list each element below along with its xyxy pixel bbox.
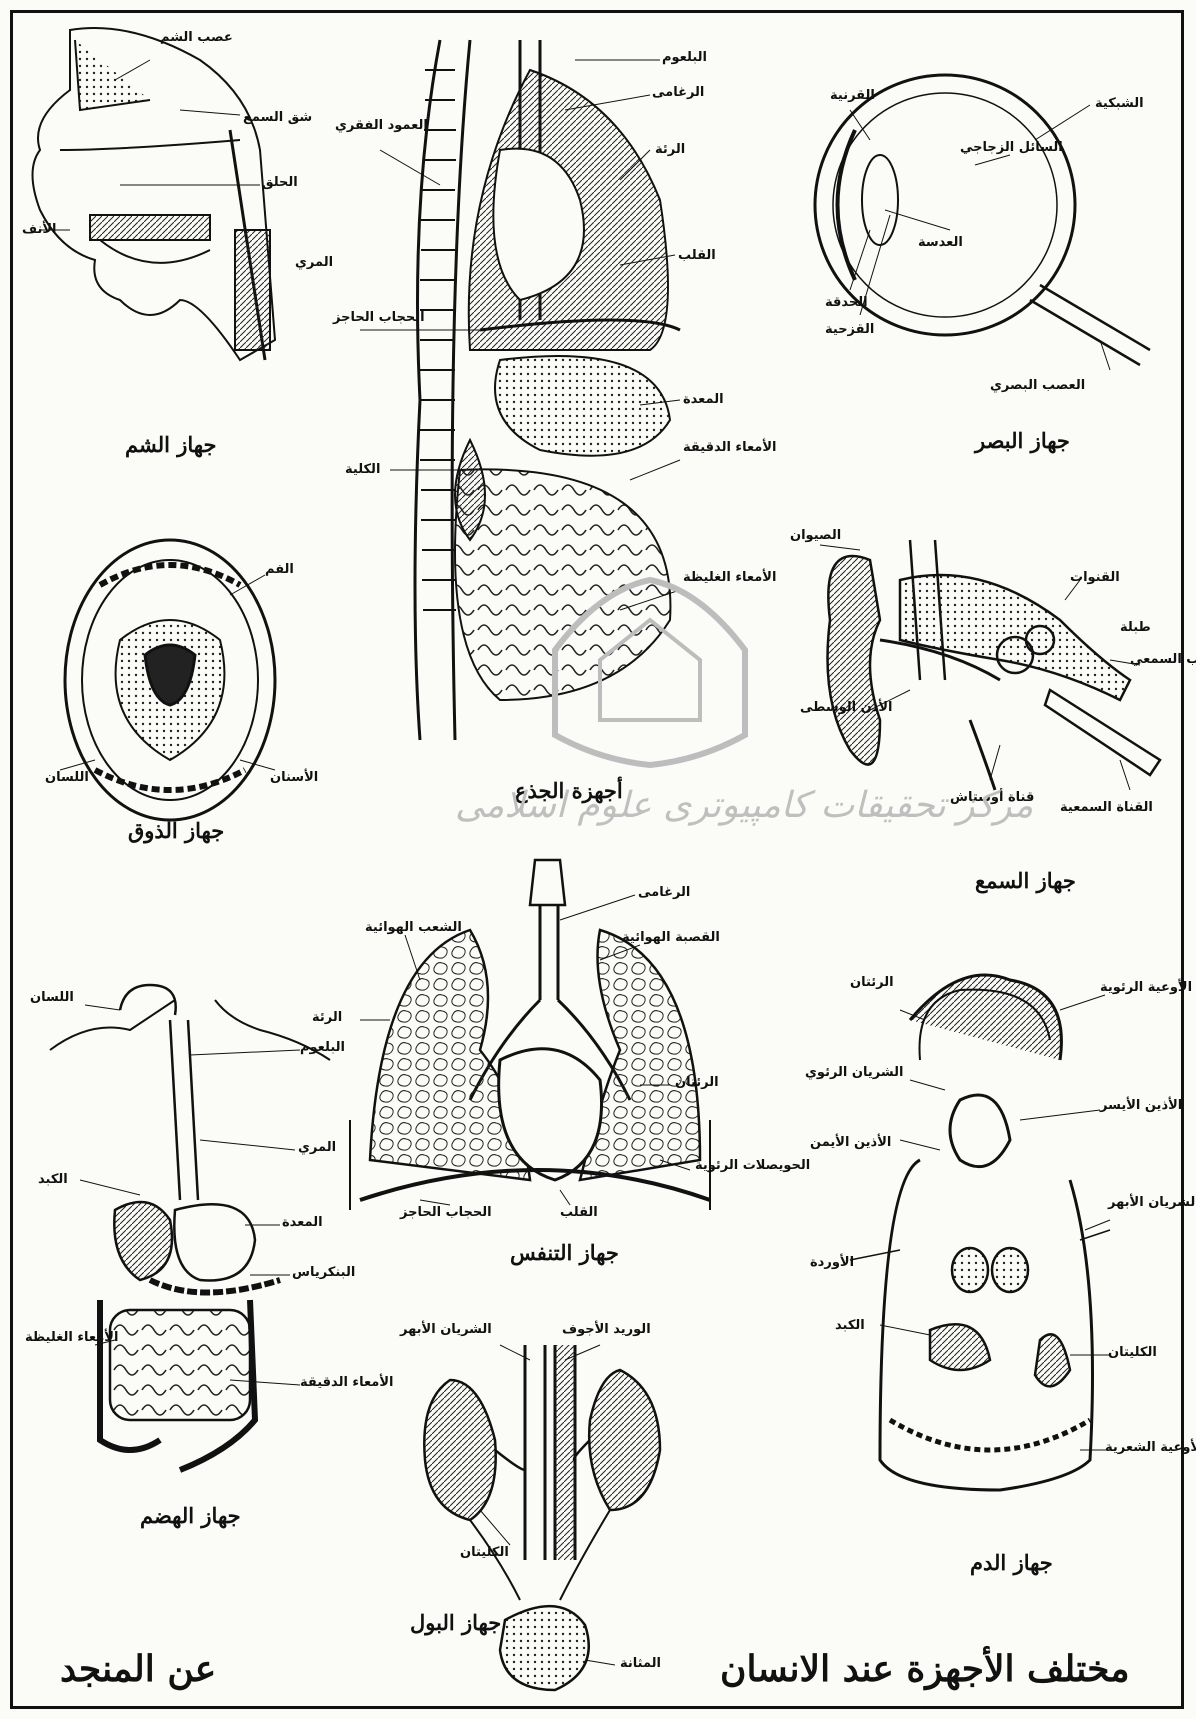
- taste-label-2: الأسنان: [270, 770, 318, 785]
- urinary-label-4: المثانة: [620, 1656, 661, 1671]
- hearing-label-2: القنوات: [1070, 570, 1120, 585]
- trunk-label-1: البلعوم: [662, 50, 707, 65]
- page-title: مختلف الأجهزة عند الانسان: [720, 1648, 1130, 1690]
- circulation-label-9: الكليتان: [1108, 1345, 1157, 1360]
- taste-label-3: اللسان: [45, 770, 89, 785]
- source-credit: عن المنجد: [60, 1648, 216, 1690]
- circulation-label-5: الأذين الأيسر: [1100, 1098, 1182, 1113]
- taste-caption: جهاز الذوق: [128, 818, 224, 843]
- trunk-label-10: الأمعاء الغليظة: [683, 570, 776, 585]
- sight-label-6: القزحية: [825, 322, 874, 337]
- trunk-label-7: المعدة: [683, 392, 724, 407]
- urinary-caption: جهاز البول: [410, 1610, 501, 1635]
- urinary-system-drawing: [424, 1345, 660, 1690]
- digestion-caption: جهاز الهضم: [140, 1503, 241, 1528]
- smell-label-1: عصب الشم: [160, 30, 233, 45]
- digestion-label-1: اللسان: [30, 990, 74, 1005]
- circulation-caption: جهاز الدم: [970, 1550, 1053, 1575]
- trunk-label-4: الرئة: [655, 142, 685, 157]
- sight-label-2: الشبكية: [1095, 96, 1144, 111]
- circulation-label-6: الشريان الأبهر: [1108, 1195, 1196, 1210]
- hearing-label-7: طبلة: [1120, 620, 1151, 635]
- circulation-label-7: الأوردة: [810, 1255, 854, 1270]
- circulation-label-1: الرئتان: [850, 975, 894, 990]
- smell-label-5: المري: [295, 255, 333, 270]
- circulation-label-4: الأذين الأيمن: [810, 1135, 891, 1150]
- digestion-label-8: الأمعاء الدقيقة: [300, 1375, 393, 1390]
- urinary-label-1: الشريان الأبهر: [400, 1322, 492, 1337]
- taste-system-drawing: [60, 540, 275, 820]
- hearing-label-4: الأذن الوسطى: [800, 700, 893, 715]
- watermark-text: مرکز تحقیقات کامپیوتری علوم اسلامی: [455, 785, 1033, 826]
- sight-label-1: القرنية: [830, 88, 875, 103]
- respiration-label-6: الحويصلات الرئوية: [695, 1158, 810, 1173]
- respiration-label-4: الرئة: [312, 1010, 342, 1025]
- circulation-system-drawing: [850, 975, 1110, 1490]
- trunk-label-5: القلب: [678, 248, 716, 263]
- digestion-label-5: المعدة: [282, 1215, 323, 1230]
- trunk-label-3: العمود الفقري: [335, 118, 428, 133]
- sight-label-5: الحدقة: [825, 295, 868, 310]
- smell-label-3: الحلق: [262, 175, 298, 190]
- trunk-label-6: الحجاب الحاجز: [333, 310, 425, 325]
- digestion-label-2: البلعوم: [300, 1040, 345, 1055]
- sight-label-7: العصب البصري: [990, 378, 1085, 393]
- hearing-caption: جهاز السمع: [975, 868, 1076, 893]
- taste-label-1: الفم: [265, 562, 294, 577]
- sight-label-4: العدسة: [918, 235, 963, 250]
- sight-caption: جهاز البصر: [975, 428, 1070, 453]
- trunk-label-8: الأمعاء الدقيقة: [683, 440, 776, 455]
- smell-label-2: شق السمع: [243, 110, 312, 125]
- respiration-system-drawing: [350, 860, 710, 1210]
- respiration-label-5: الرئتان: [675, 1075, 719, 1090]
- sight-label-3: السائل الزجاجي: [960, 140, 1063, 155]
- respiration-label-3: القصبة الهوائية: [622, 930, 720, 945]
- digestion-label-3: المري: [298, 1140, 336, 1155]
- urinary-label-2: الوريد الأجوف: [562, 1322, 651, 1337]
- respiration-label-1: الرغامى: [638, 885, 690, 900]
- circulation-label-2: الأوعية الرئوية: [1100, 980, 1192, 995]
- respiration-label-7: الحجاب الحاجز: [400, 1205, 492, 1220]
- respiration-label-2: الشعب الهوائية: [365, 920, 462, 935]
- digestion-label-6: البنكرياس: [292, 1265, 355, 1280]
- hearing-label-3: العصب السمعي: [1130, 652, 1196, 667]
- circulation-label-8: الكبد: [835, 1318, 865, 1333]
- urinary-label-3: الكليتان: [460, 1545, 509, 1560]
- circulation-label-10: الأوعية الشعرية: [1105, 1440, 1196, 1455]
- hearing-label-1: الصيوان: [790, 528, 841, 543]
- digestion-label-7: الأمعاء الغليظة: [25, 1330, 118, 1345]
- respiration-caption: جهاز التنفس: [510, 1240, 619, 1265]
- circulation-label-3: الشريان الرئوي: [805, 1065, 903, 1080]
- hearing-label-6: القناة السمعية: [1060, 800, 1153, 815]
- smell-caption: جهاز الشم: [125, 432, 216, 457]
- trunk-label-9: الكلية: [345, 462, 380, 477]
- smell-system-drawing: [33, 28, 276, 360]
- trunk-label-2: الرغامى: [652, 85, 704, 100]
- respiration-label-8: القلب: [560, 1205, 598, 1220]
- digestion-label-4: الكبد: [38, 1172, 68, 1187]
- smell-label-4: الأنف: [22, 222, 57, 237]
